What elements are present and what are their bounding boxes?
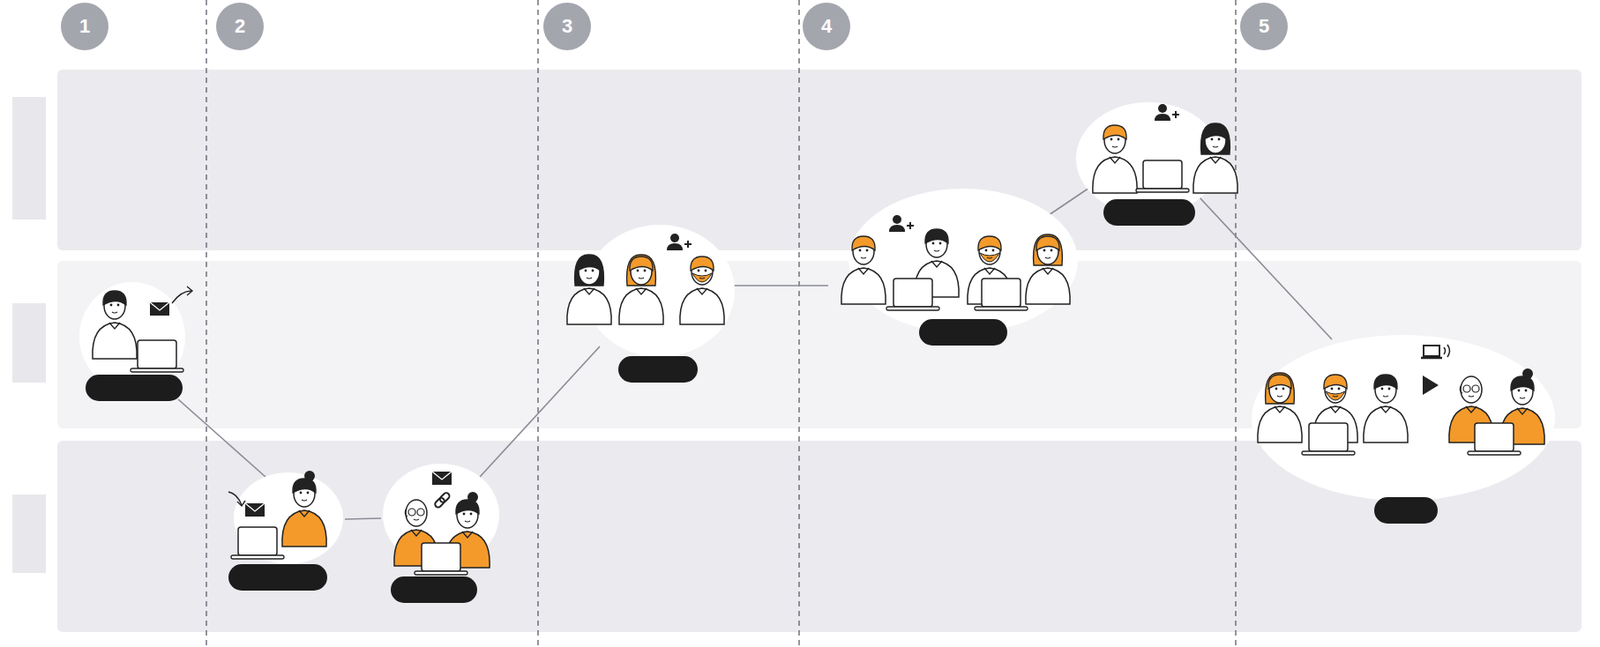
stage-number-badge: 1 xyxy=(60,2,109,51)
laptop xyxy=(886,278,940,311)
journey-line xyxy=(1198,196,1332,340)
stage-number-badge: 5 xyxy=(1240,2,1288,51)
stage-divider xyxy=(798,0,800,647)
stage-number-badge: 4 xyxy=(802,2,851,51)
redacted-label xyxy=(390,576,478,604)
person-figure xyxy=(92,291,137,359)
person-figure xyxy=(619,254,664,325)
swimlane xyxy=(57,69,1582,251)
redacted-label xyxy=(618,356,698,383)
scene-recipient xyxy=(228,471,344,591)
stage-number-badge: 2 xyxy=(216,2,264,51)
stage-divider xyxy=(537,0,539,647)
journey-line xyxy=(732,284,829,287)
person-figure xyxy=(1193,123,1238,194)
stage-number: 4 xyxy=(821,16,832,37)
lane-background xyxy=(12,0,1582,647)
person-figure xyxy=(282,471,327,547)
laptop xyxy=(130,340,184,373)
envelope-icon xyxy=(432,471,452,486)
journey-line xyxy=(479,346,600,478)
stage-number: 3 xyxy=(561,16,573,37)
panel xyxy=(57,69,1582,633)
scene-demo xyxy=(1251,335,1556,524)
scene-backdrop xyxy=(233,472,344,565)
laptop xyxy=(1467,423,1521,456)
stage-number: 1 xyxy=(79,16,90,37)
scene-backdrop xyxy=(1251,335,1556,501)
laptop xyxy=(1301,423,1355,456)
scene-invite xyxy=(567,224,735,383)
envelope-icon xyxy=(149,286,193,316)
play-icon xyxy=(1422,375,1439,396)
journey-line xyxy=(178,399,266,478)
scene-backdrop xyxy=(584,224,735,358)
lane-tab xyxy=(12,494,46,574)
laptop xyxy=(414,543,468,576)
laptop xyxy=(231,527,285,560)
person-figure xyxy=(680,256,725,325)
add-user-icon xyxy=(889,215,914,232)
scene-sender xyxy=(79,282,193,402)
person-figure xyxy=(1257,373,1302,443)
stage-number: 5 xyxy=(1258,16,1270,37)
add-user-icon xyxy=(666,233,692,251)
redacted-label xyxy=(1103,199,1196,226)
stage-number: 2 xyxy=(234,16,246,37)
laptop xyxy=(1136,160,1189,193)
redacted-label xyxy=(919,319,1008,346)
stage-number-badge: 3 xyxy=(543,2,591,51)
scene-share xyxy=(382,463,500,604)
journey-line xyxy=(344,518,382,520)
person-figure xyxy=(1363,374,1408,443)
person-figure xyxy=(1092,125,1137,194)
scene-team xyxy=(841,188,1078,346)
lane-tab xyxy=(12,303,46,383)
journey-line xyxy=(1048,186,1092,216)
journey-path xyxy=(178,186,1332,520)
stage-divider xyxy=(205,0,207,647)
broadcast-laptop-icon xyxy=(1420,344,1451,359)
scene-onboard xyxy=(1076,102,1238,226)
person-figure xyxy=(567,254,612,325)
person-figure xyxy=(841,236,886,305)
scene-backdrop xyxy=(1076,102,1221,216)
redacted-label xyxy=(228,564,328,591)
redacted-label xyxy=(85,374,183,402)
link-icon xyxy=(433,492,451,509)
add-user-icon xyxy=(1154,104,1180,121)
redacted-label xyxy=(1374,497,1438,524)
scene-backdrop xyxy=(848,188,1078,334)
laptop xyxy=(974,278,1028,311)
lane-tab xyxy=(12,97,46,220)
stage-divider xyxy=(1234,0,1236,647)
person-figure xyxy=(1025,234,1070,305)
envelope-icon xyxy=(228,492,265,517)
